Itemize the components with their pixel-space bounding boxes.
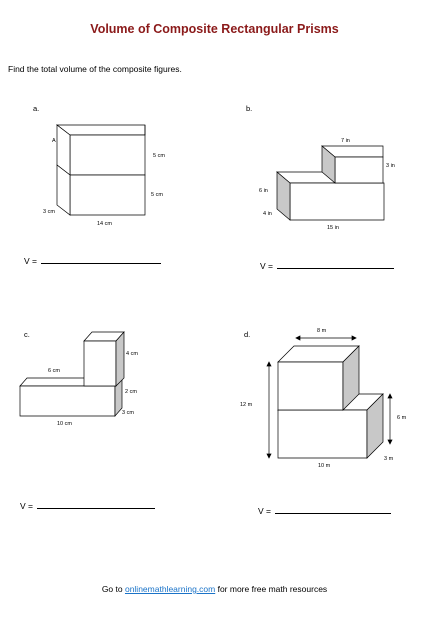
- answer-field-d[interactable]: V =: [258, 506, 391, 516]
- answer-field-c[interactable]: V =: [20, 501, 155, 511]
- figure-c-left-width-label: 6 cm: [48, 368, 60, 374]
- figure-b-top-height-label: 3 in: [386, 163, 395, 169]
- figure-d-top-width-label: 8 m: [317, 328, 327, 334]
- figure-a-width-label: 14 cm: [97, 221, 112, 227]
- figure-a-bottom-height-label: 5 cm: [151, 192, 163, 198]
- figure-d-width-label: 10 m: [318, 463, 331, 469]
- figure-d: [266, 335, 393, 459]
- figure-a-top-height-label: 5 cm: [153, 153, 165, 159]
- answer-line-b[interactable]: [277, 267, 394, 269]
- figure-d-bottom-height-label: 6 m: [397, 415, 407, 421]
- footer: Go to onlinemathlearning.com for more fr…: [0, 584, 429, 594]
- figure-b-left-height-label: 6 in: [259, 188, 268, 194]
- answer-line-d[interactable]: [275, 512, 391, 514]
- figure-a-vertex-label: A: [52, 138, 56, 144]
- figure-a-depth-label: 3 cm: [43, 209, 55, 215]
- figure-c-depth-label: 3 cm: [122, 410, 134, 416]
- problem-letter-c: c.: [24, 330, 30, 339]
- figure-c-width-label: 10 cm: [57, 421, 72, 427]
- answer-prefix-d: V =: [258, 506, 271, 516]
- footer-prefix: Go to: [101, 584, 125, 594]
- figure-b-top-width-label: 7 in: [341, 138, 350, 144]
- answer-line-c[interactable]: [37, 507, 155, 509]
- answer-field-a[interactable]: V =: [24, 256, 161, 266]
- footer-link[interactable]: onlinemathlearning.com: [124, 584, 216, 594]
- problem-letter-a: a.: [33, 104, 40, 113]
- figure-b-width-label: 15 in: [327, 225, 339, 231]
- answer-prefix-b: V =: [260, 261, 273, 271]
- worksheet-title: Volume of Composite Rectangular Prisms: [90, 22, 339, 36]
- figure-d-total-height-label: 12 m: [240, 402, 253, 408]
- figure-c: [19, 331, 125, 417]
- footer-suffix: for more free math resources: [215, 584, 328, 594]
- instructions-text: Find the total volume of the composite f…: [8, 64, 182, 74]
- problem-letter-b: b.: [246, 104, 253, 113]
- answer-prefix-c: V =: [20, 501, 33, 511]
- answer-line-a[interactable]: [41, 262, 161, 264]
- answer-prefix-a: V =: [24, 256, 37, 266]
- figure-b-depth-label: 4 in: [263, 211, 272, 217]
- problem-letter-d: d.: [244, 330, 251, 339]
- figure-c-top-height-label: 4 cm: [126, 351, 138, 357]
- figure-b: [276, 145, 385, 221]
- figure-a: [55, 124, 146, 216]
- figure-c-bottom-height-label: 2 cm: [125, 389, 137, 395]
- figure-d-depth-label: 3 m: [384, 456, 394, 462]
- answer-field-b[interactable]: V =: [260, 261, 394, 271]
